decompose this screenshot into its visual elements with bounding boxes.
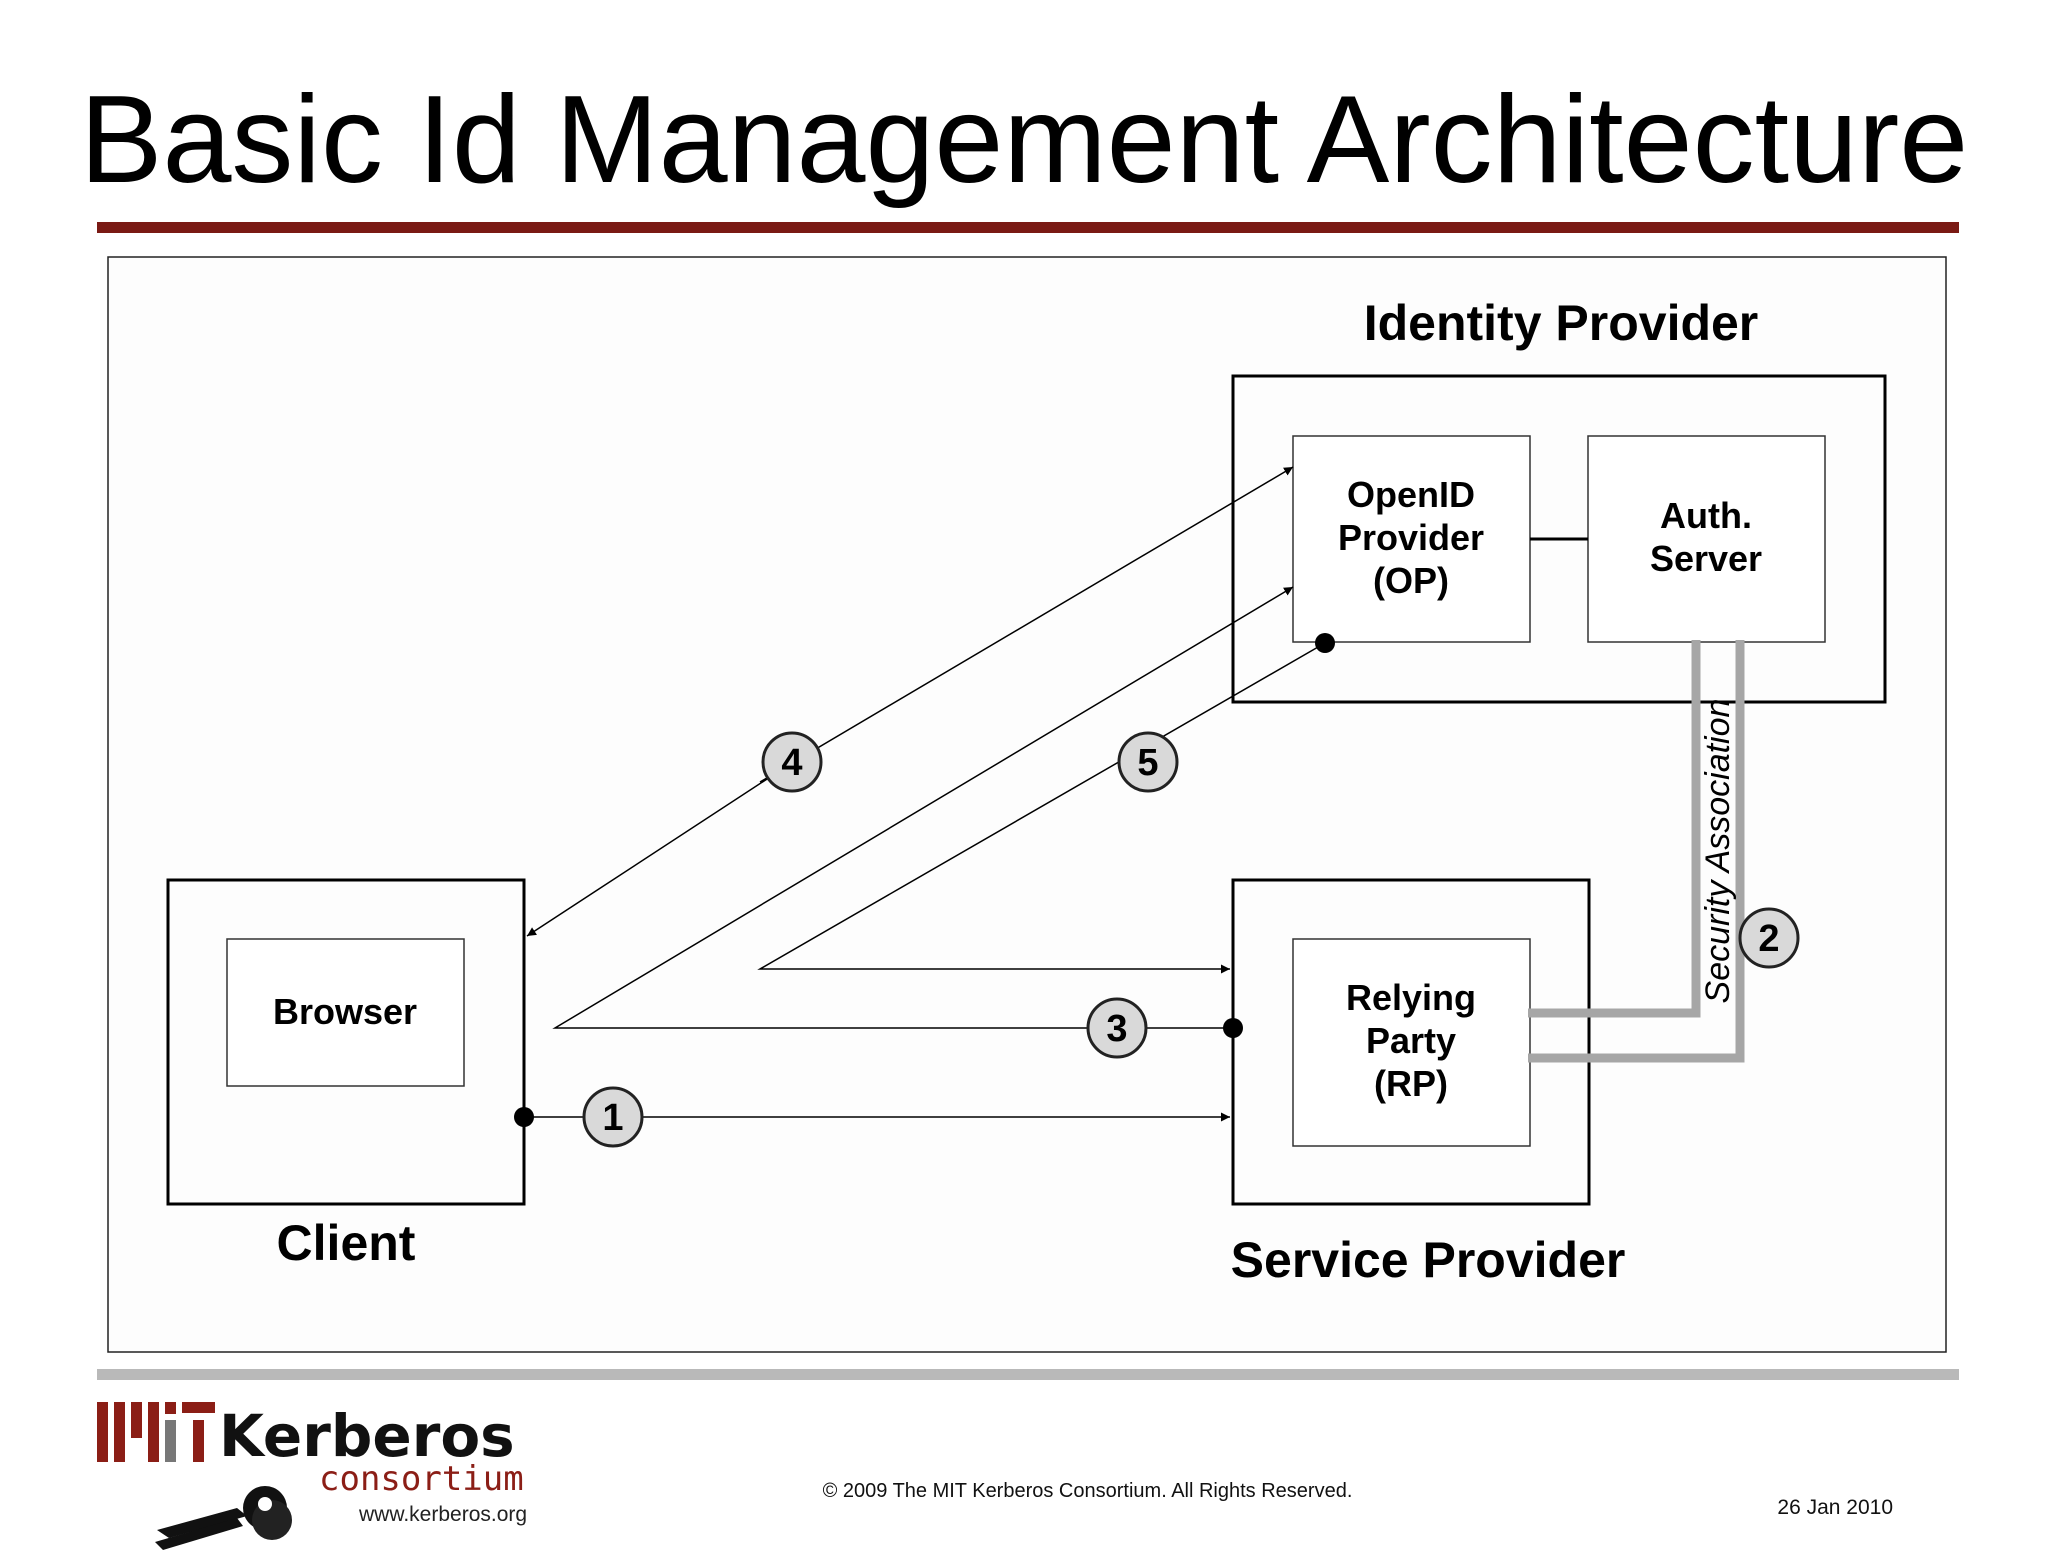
security-association-label: Security Association [1699, 699, 1737, 1004]
footer-date: 26 Jan 2010 [1777, 1496, 1893, 1519]
openid-provider-label-3: (OP) [1373, 560, 1449, 601]
step-4-arrow-up [759, 466, 1294, 783]
logo-kerberos-text: Kerberos [219, 1402, 515, 1470]
keys-icon [155, 1486, 292, 1550]
step-2-label: 2 [1758, 918, 1779, 960]
relying-party-label-3: (RP) [1374, 1063, 1448, 1104]
diagram-frame [107, 256, 1947, 1353]
step-3-label: 3 [1106, 1008, 1127, 1050]
security-association-pipe-outer [1528, 640, 1745, 1063]
logo-consortium-text: consortium [319, 1459, 524, 1499]
identity-provider-box [1231, 374, 1887, 704]
browser-box [226, 938, 465, 1087]
step-1-badge: 1 [582, 1086, 644, 1148]
auth-server-box [1587, 435, 1826, 643]
relying-party-label-1: Relying [1346, 977, 1476, 1018]
slide-title: Basic Id Management Architecture [79, 71, 1969, 209]
step-4-badge: 4 [761, 731, 823, 793]
openid-provider-label-1: OpenID [1347, 474, 1475, 515]
step-5-origin-dot [1315, 633, 1335, 653]
title-rule [97, 222, 1959, 233]
service-provider-label: Service Provider [1231, 1232, 1626, 1288]
logo-url-text: www.kerberos.org [358, 1503, 527, 1526]
step-1-label: 1 [602, 1097, 623, 1139]
identity-provider-label: Identity Provider [1364, 295, 1759, 351]
security-association-pipe-inner [1528, 640, 1701, 1018]
step-4-label: 4 [781, 742, 802, 784]
step-5-label: 5 [1137, 742, 1158, 784]
client-label: Client [277, 1215, 416, 1271]
step-4-arrow-down [526, 763, 791, 937]
step-3-line [552, 586, 1294, 1029]
footer-rule [97, 1369, 1959, 1380]
browser-label: Browser [273, 991, 417, 1032]
auth-server-label-2: Server [1650, 538, 1762, 579]
openid-provider-label-2: Provider [1338, 517, 1484, 558]
relying-party-label-2: Party [1366, 1020, 1456, 1061]
mit-kerberos-logo: Kerberos consortium www.kerberos.org [97, 1402, 527, 1550]
openid-provider-box [1292, 435, 1531, 643]
step-3-badge: 3 [1086, 997, 1148, 1059]
step-2-badge: 2 [1738, 907, 1800, 969]
service-provider-box [1231, 878, 1591, 1206]
client-box [166, 878, 526, 1206]
relying-party-box [1292, 938, 1531, 1147]
step-5-badge: 5 [1117, 731, 1179, 793]
step-1-origin-dot [514, 1107, 534, 1127]
auth-server-label-1: Auth. [1660, 495, 1752, 536]
footer-copyright: © 2009 The MIT Kerberos Consortium. All … [822, 1480, 1353, 1502]
step-3-origin-dot [1223, 1018, 1243, 1038]
